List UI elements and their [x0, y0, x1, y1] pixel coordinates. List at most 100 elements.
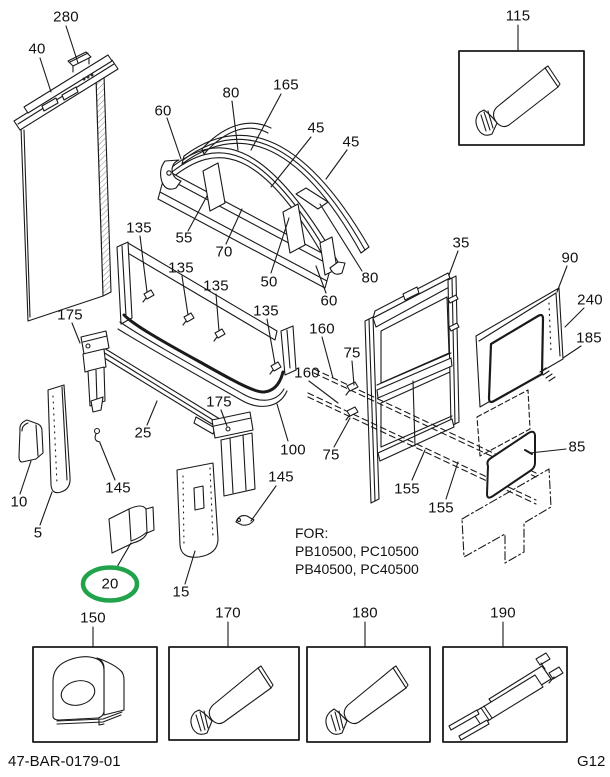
part-outer-panel-90	[475, 287, 564, 408]
kit-box-190	[442, 646, 568, 743]
callout-170[interactable]: 170	[215, 604, 241, 622]
callout-75-2[interactable]: 75	[322, 446, 340, 464]
kit-box-115	[458, 50, 585, 146]
callout-100[interactable]: 100	[280, 441, 306, 459]
callout-35[interactable]: 35	[452, 234, 470, 252]
callout-145-left[interactable]: 145	[105, 479, 131, 497]
leader-25	[146, 400, 158, 426]
leader-135-1	[139, 235, 148, 293]
callout-240[interactable]: 240	[577, 291, 603, 309]
applicability-note: FOR: PB10500, PC10500 PB40500, PC40500	[295, 524, 419, 578]
dual-cartridge-190	[448, 652, 564, 741]
part-header-assembly	[157, 122, 370, 289]
callout-160-2[interactable]: 160	[294, 364, 320, 382]
callout-15[interactable]: 15	[172, 583, 190, 601]
dashed-panel-outline	[476, 389, 531, 457]
kit-box-170	[168, 646, 300, 741]
leader-145-right	[250, 485, 277, 522]
leader-5	[39, 491, 53, 526]
callout-80-top[interactable]: 80	[222, 84, 240, 102]
inner-arc-165	[171, 147, 339, 269]
callout-80-right[interactable]: 80	[361, 269, 379, 287]
leader-10	[19, 460, 32, 495]
leader-175-right	[220, 409, 228, 427]
leader-80-right	[319, 203, 363, 272]
leader-160-2	[308, 380, 339, 404]
part-clip-145-right	[235, 515, 255, 526]
leader-160-1	[321, 336, 334, 379]
callout-135-3[interactable]: 135	[203, 277, 229, 295]
seal-strip	[122, 313, 285, 394]
callout-190[interactable]: 190	[490, 604, 516, 622]
callout-70[interactable]: 70	[215, 243, 233, 261]
callout-85[interactable]: 85	[568, 438, 586, 456]
callout-60-right[interactable]: 60	[320, 292, 338, 310]
callout-165[interactable]: 165	[273, 76, 299, 94]
callout-25[interactable]: 25	[134, 424, 152, 442]
part-door-skin-40	[13, 54, 119, 322]
leader-135-4	[266, 318, 276, 365]
part-windshield-frame-100	[116, 241, 297, 407]
leader-15	[184, 550, 196, 585]
leader-60-right	[315, 265, 327, 294]
callout-175-left[interactable]: 175	[57, 306, 83, 324]
part-clip-145-left	[93, 427, 101, 443]
leader-75-1	[351, 360, 355, 386]
outer-arc-45	[181, 134, 370, 254]
callout-90[interactable]: 90	[561, 249, 579, 267]
part-clips-135	[142, 289, 282, 375]
callout-20-highlighted[interactable]: 20	[101, 575, 119, 593]
callout-145-right[interactable]: 145	[268, 468, 294, 486]
callout-135-2[interactable]: 135	[168, 259, 194, 277]
callout-60-left[interactable]: 60	[154, 102, 172, 120]
callout-40[interactable]: 40	[28, 40, 46, 58]
callout-150[interactable]: 150	[80, 609, 106, 627]
hatch-ticks-185	[539, 367, 556, 382]
part-crossbar-25	[100, 347, 229, 435]
callout-155-2[interactable]: 155	[428, 499, 454, 517]
callout-135-1[interactable]: 135	[126, 219, 152, 237]
sealant-tube-180	[325, 665, 409, 735]
sealant-tube-115	[475, 65, 561, 136]
drawing-number: 47-BAR-0179-01	[8, 753, 121, 770]
leader-155-1	[411, 449, 426, 481]
leader-45-a	[270, 136, 312, 188]
callout-135-4[interactable]: 135	[253, 302, 279, 320]
leader-240	[564, 307, 585, 328]
callout-180[interactable]: 180	[352, 604, 378, 622]
part-panel-5	[47, 384, 71, 494]
part-clips-75	[345, 381, 359, 421]
callout-45-b[interactable]: 45	[342, 133, 360, 151]
callout-45-a[interactable]: 45	[307, 119, 325, 137]
callout-50[interactable]: 50	[260, 273, 278, 291]
leader-85	[529, 448, 567, 454]
housing-150	[52, 656, 125, 726]
leader-45-b	[325, 149, 348, 180]
callout-115[interactable]: 115	[505, 7, 531, 25]
callout-185[interactable]: 185	[576, 329, 602, 347]
header-panel-70	[157, 169, 334, 289]
leader-75-2	[333, 417, 351, 448]
part-bracket-10	[18, 419, 44, 463]
callout-160-1[interactable]: 160	[309, 320, 335, 338]
callout-155-1[interactable]: 155	[394, 480, 420, 498]
part-panel-15	[176, 462, 219, 558]
callout-5[interactable]: 5	[33, 524, 43, 542]
part-window-frame-35	[364, 272, 460, 504]
leader-60-left	[166, 117, 182, 160]
callout-75-1[interactable]: 75	[343, 344, 361, 362]
leader-155-2	[445, 461, 459, 500]
leader-55	[187, 195, 208, 232]
part-bracket-175-right	[211, 411, 256, 497]
leader-100	[276, 403, 289, 442]
callout-10[interactable]: 10	[10, 493, 28, 511]
highlight-circle-20	[80, 565, 140, 603]
callout-175-right[interactable]: 175	[206, 393, 232, 411]
callout-280[interactable]: 280	[53, 8, 79, 26]
leader-175-left	[71, 322, 81, 344]
leader-135-2	[181, 275, 189, 316]
dash-dot-cutout-outline	[461, 468, 552, 564]
callout-55[interactable]: 55	[175, 229, 193, 247]
